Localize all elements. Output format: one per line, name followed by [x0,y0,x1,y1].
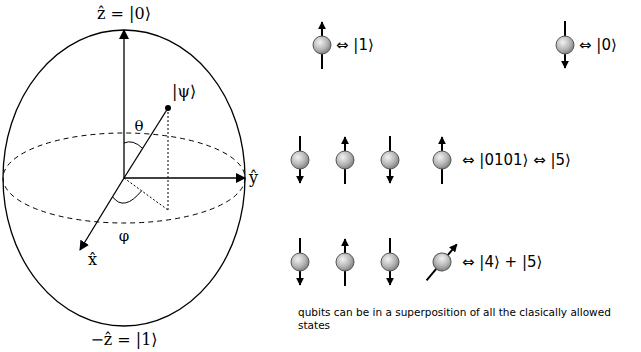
label-text: ⇔ |0101⟩ ⇔ |5⟩ [462,152,571,169]
caption-text: qubits can be in a superposition of all … [298,306,611,331]
caption: qubits can be in a superposition of all … [298,306,636,332]
axis-label: x̂ [88,250,97,269]
spin-up [336,239,354,286]
spin-down [291,136,309,183]
y-axis [124,177,245,178]
axis-label: ẑ = |0⟩ [97,4,151,23]
spin-up [313,22,331,69]
state-label: |ψ⟩ [172,82,196,101]
spin-down [556,21,574,68]
angle-label: θ [134,117,143,135]
axis-label: ŷ [249,168,258,187]
label-text: φ [119,228,130,245]
x-axis [80,178,124,250]
projection-line [124,178,168,210]
spin-up [433,137,451,184]
spin-down [291,238,309,285]
spin-up [336,137,354,184]
label-text: −ẑ = |1⟩ [90,331,157,349]
phi-arc [113,191,142,203]
spin-tilted [420,239,464,287]
sphere-outline [3,30,245,326]
state-label: ⇔ |4⟩ + |5⟩ [462,253,542,271]
label-text: ⇔ |0⟩ [579,37,617,54]
state-vector [124,108,168,178]
spin-down [381,136,399,183]
label-text: θ [134,118,143,135]
label-text: |ψ⟩ [172,83,196,101]
state-label: ⇔ |1⟩ [336,36,374,54]
label-text: ẑ = |0⟩ [97,5,151,23]
angle-label: φ [119,227,130,245]
spin-down [381,238,399,285]
z-axis [123,30,124,178]
label-text: ŷ [249,169,258,187]
label-text: ⇔ |1⟩ [336,37,374,54]
label-text: x̂ [88,251,97,269]
axis-label: −ẑ = |1⟩ [90,330,157,349]
state-label: ⇔ |0⟩ [579,36,617,54]
state-label: ⇔ |0101⟩ ⇔ |5⟩ [462,151,571,169]
projection-line [168,108,169,210]
theta-arc [124,142,143,149]
label-text: ⇔ |4⟩ + |5⟩ [462,254,542,271]
